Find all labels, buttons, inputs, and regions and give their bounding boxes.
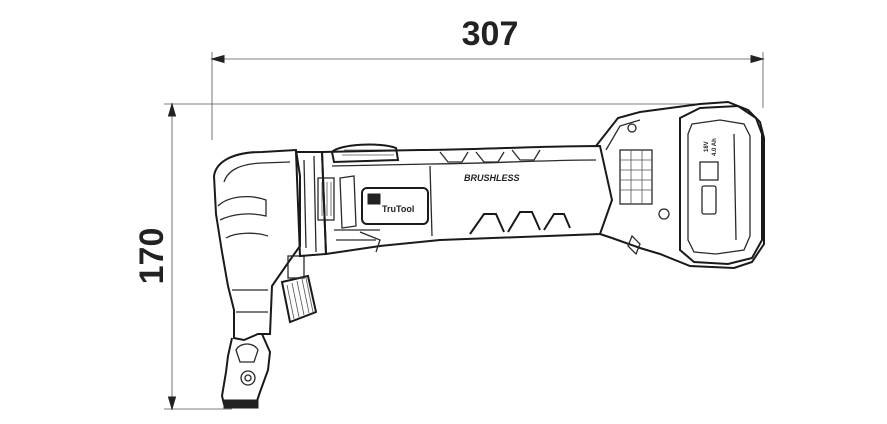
height-arrow-top [167,102,177,117]
brand-logo [367,193,381,205]
die-base [223,399,259,409]
brand-label-panel [361,187,429,225]
battery-label-capacity: 4.0 Ah [712,138,718,156]
battery-button [701,185,717,215]
brand-label: TruTool [382,204,414,214]
switch [339,175,357,229]
width-dimension-label: 307 [462,15,519,53]
height-dimension: 170 [133,102,700,411]
motor-label: BRUSHLESS [464,173,520,183]
top-vent [330,143,400,164]
head-housing [212,148,301,342]
nibbler-tool: TruTool BRUSHLESS 18V [212,100,765,409]
side-vent [619,149,653,205]
height-arrow-bottom [167,396,177,411]
width-arrow-right [750,54,765,64]
motor-body [320,144,614,256]
battery-pack: 18V 4.0 Ah [679,104,763,266]
handle-rear [595,100,765,270]
battery-indicator [699,161,719,181]
battery-label-voltage: 18V [704,141,710,152]
height-dimension-label: 170 [133,228,171,285]
width-arrow-left [210,54,225,64]
rotation-knob [280,255,318,324]
width-dimension: 307 [210,15,765,140]
